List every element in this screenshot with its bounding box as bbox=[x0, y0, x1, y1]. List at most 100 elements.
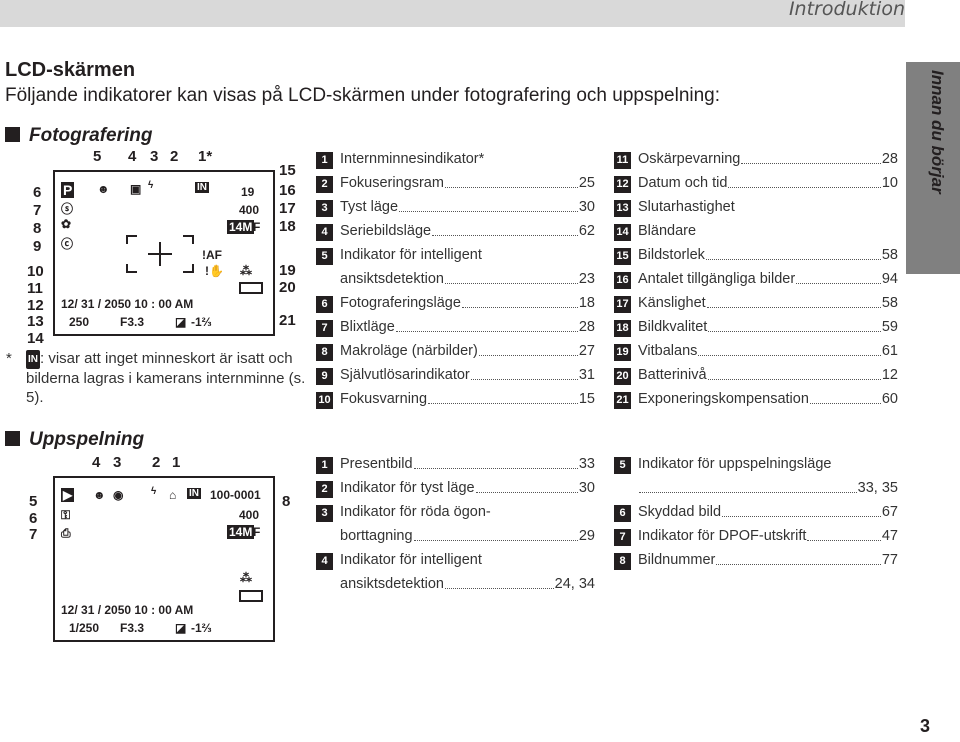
item-text: Seriebildsläge 62 bbox=[340, 221, 595, 242]
leader-dots bbox=[639, 478, 857, 493]
item-label: Oskärpevarning bbox=[638, 151, 741, 167]
item-page: 60 bbox=[881, 391, 898, 407]
item-label: Skyddad bild bbox=[638, 504, 722, 520]
battery-icon bbox=[239, 590, 263, 602]
leader-dots bbox=[741, 149, 881, 164]
exposure-value: -1⅔ bbox=[191, 315, 212, 329]
item-page: 28 bbox=[578, 319, 595, 335]
flash-icon: ⓢ bbox=[61, 202, 74, 216]
side-tab: Innan du börjar bbox=[906, 62, 960, 274]
frames-remaining: 19 bbox=[241, 185, 255, 199]
shooting-screen-diagram: 5 4 3 2 1* 6 7 8 9 10 11 12 13 14 15 16 … bbox=[27, 148, 296, 347]
item-page: 33, 35 bbox=[857, 480, 898, 496]
item-page: 62 bbox=[578, 223, 595, 239]
leader-dots bbox=[413, 454, 578, 469]
date-time: 12/ 31 / 2050 10 : 00 AM bbox=[61, 297, 194, 311]
item-page: 28 bbox=[881, 151, 898, 167]
item-number: 2 bbox=[316, 176, 333, 193]
leader-dots bbox=[428, 389, 578, 404]
item-page: 18 bbox=[578, 295, 595, 311]
playback-lcd-screen: ▶ ☻ ◉ ϟ ⌂ IN 100-0001 ⚿ ⎙ 400 14M F ⁂ 12… bbox=[53, 476, 275, 642]
item-number: 9 bbox=[316, 368, 333, 385]
bullet-square-icon bbox=[5, 127, 20, 142]
frame-number: 100-0001 bbox=[210, 488, 261, 502]
iso-value: 400 bbox=[239, 508, 260, 522]
item-number: 4 bbox=[316, 224, 333, 241]
item-text: Oskärpevarning 28 bbox=[638, 149, 898, 170]
item-page: 15 bbox=[578, 391, 595, 407]
self-timer-icon: ⓒ bbox=[61, 237, 74, 251]
white-balance-icon: ⁂ bbox=[240, 264, 252, 278]
shooting-mode-icon: P bbox=[61, 182, 75, 198]
header-title: Introduktion bbox=[788, 0, 905, 20]
item-label: Bildstorlek bbox=[638, 247, 705, 263]
item-number: 5 bbox=[614, 457, 631, 474]
page-number: 3 bbox=[919, 716, 930, 736]
item-number: 11 bbox=[614, 152, 631, 169]
item-number: 17 bbox=[614, 296, 631, 313]
item-page: 25 bbox=[578, 175, 595, 191]
gift-icon: ⌂ bbox=[169, 488, 177, 502]
item-label: Indikator för intelligent bbox=[340, 247, 482, 263]
item-text: Bländare bbox=[638, 221, 898, 242]
face-detect-icon: ☻ bbox=[97, 182, 110, 196]
iso-value: 400 bbox=[239, 203, 260, 217]
leader-dots bbox=[807, 526, 881, 541]
internal-memory-icon: IN bbox=[195, 182, 209, 193]
leader-dots bbox=[461, 293, 578, 308]
item-number: 5 bbox=[316, 248, 333, 265]
leader-dots bbox=[728, 173, 881, 188]
item-label: Seriebildsläge bbox=[340, 223, 432, 239]
item-label: Antalet tillgängliga bilder bbox=[638, 271, 796, 287]
leader-dots bbox=[698, 341, 881, 356]
image-quality: F bbox=[253, 220, 261, 234]
item-label: Exponeringskompensation bbox=[638, 391, 809, 407]
item-text: Exponeringskompensation 60 bbox=[638, 389, 898, 410]
focus-frame-icon bbox=[126, 235, 194, 273]
shutter-speed: 1/250 bbox=[69, 621, 100, 635]
face-detect-icon: ☻ bbox=[93, 488, 106, 502]
item-number: 12 bbox=[614, 176, 631, 193]
item-label: Internminnesindikator* bbox=[340, 151, 485, 167]
exposure-icon: ◪ bbox=[175, 621, 187, 635]
item-number: 6 bbox=[316, 296, 333, 313]
image-quality: F bbox=[253, 525, 261, 539]
item-number: 1 bbox=[316, 457, 333, 474]
list-item: 11 Oskärpevarning 28 bbox=[614, 149, 898, 173]
leader-dots bbox=[707, 365, 881, 380]
item-page: 29 bbox=[578, 528, 595, 544]
item-number: 14 bbox=[614, 224, 631, 241]
leader-dots bbox=[444, 173, 578, 188]
play-heading: Uppspelning bbox=[5, 429, 144, 451]
item-label: Indikator för röda ögon- bbox=[340, 504, 491, 520]
item-label-line2: 33, 35 bbox=[638, 478, 898, 499]
item-number: 15 bbox=[614, 248, 631, 265]
shutter-speed: 250 bbox=[69, 315, 90, 329]
image-size: 14M bbox=[227, 220, 255, 234]
item-number: 19 bbox=[614, 344, 631, 361]
continuous-icon: ▣ bbox=[130, 182, 142, 196]
blur-warning-icon: !✋ bbox=[205, 264, 224, 278]
item-number: 13 bbox=[614, 200, 631, 217]
